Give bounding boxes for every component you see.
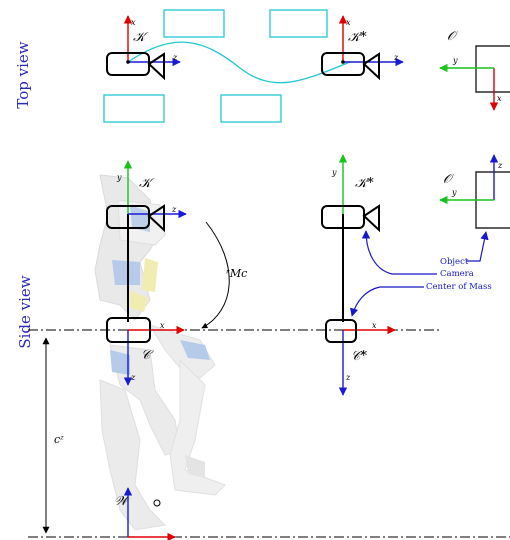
rMc-curve [201, 221, 230, 329]
frame-O-label-top: 𝒪 [447, 29, 459, 44]
frame-Kstar-label-top: 𝒦* [348, 30, 367, 45]
legend-camera: Camera [440, 269, 474, 279]
frame-K-label-top: 𝒦 [133, 30, 149, 45]
axis-y-label-Otop: y [452, 56, 458, 65]
axis-y-label-Oside: y [451, 188, 457, 197]
frame-W-label: 𝒲 [114, 494, 131, 509]
camera-trajectory [127, 41, 351, 84]
top-view-title: Top view [14, 41, 32, 108]
axis-y-label-Kstar-side: y [331, 168, 337, 177]
legend-object: Object [440, 257, 469, 267]
frame-Cstar-label: 𝒞* [351, 349, 367, 364]
obstacle-bottom-right [220, 94, 282, 123]
object-O-side [439, 154, 510, 229]
pointer-camera [361, 230, 437, 275]
frame-C-label: 𝒞 [141, 348, 154, 363]
object-O-top [439, 45, 510, 111]
axis-z-label-Oside: z [497, 161, 503, 170]
frame-K-label-side: 𝒦 [139, 176, 155, 191]
camera-K-top [106, 15, 181, 81]
pointer-object [466, 231, 489, 262]
pointer-com [350, 286, 424, 317]
axis-z-label-Ktop: z [172, 53, 178, 62]
robot-silhouette [94, 174, 226, 531]
axis-z-label-C: z [130, 373, 136, 382]
rMc-label: ʳMc [226, 267, 247, 280]
legend-com: Center of Mass [426, 282, 492, 292]
axis-x-label-Ktop: x [131, 18, 136, 27]
axis-z-label-Kside: z [171, 205, 177, 214]
axis-z-label-Kstar-top: z [393, 53, 399, 62]
com-Cstar [325, 319, 396, 396]
obstacle-top-right [269, 9, 328, 38]
axis-z-label-Cstar: z [345, 373, 351, 382]
frame-Kstar-label-side: 𝒦* [355, 176, 374, 191]
axis-x-label-Cstar: x [372, 321, 377, 330]
axis-x-label-Kstar-top: x [346, 18, 351, 27]
axis-x-label-C: x [160, 321, 165, 330]
camera-Kstar-top [321, 15, 404, 81]
world-W [123, 487, 176, 540]
side-view-title: Side view [16, 275, 34, 348]
camera-K-side [106, 160, 187, 322]
com-C [106, 317, 185, 386]
axis-x-label-Otop: x [497, 94, 502, 103]
obstacle-top-left [163, 9, 225, 38]
camera-Kstar-side [321, 154, 380, 322]
frame-O-label-side: 𝒪 [443, 172, 455, 187]
cz-label: cᶻ [54, 433, 64, 446]
axis-y-label-Kside: y [116, 173, 122, 182]
obstacle-bottom-left [103, 94, 165, 123]
